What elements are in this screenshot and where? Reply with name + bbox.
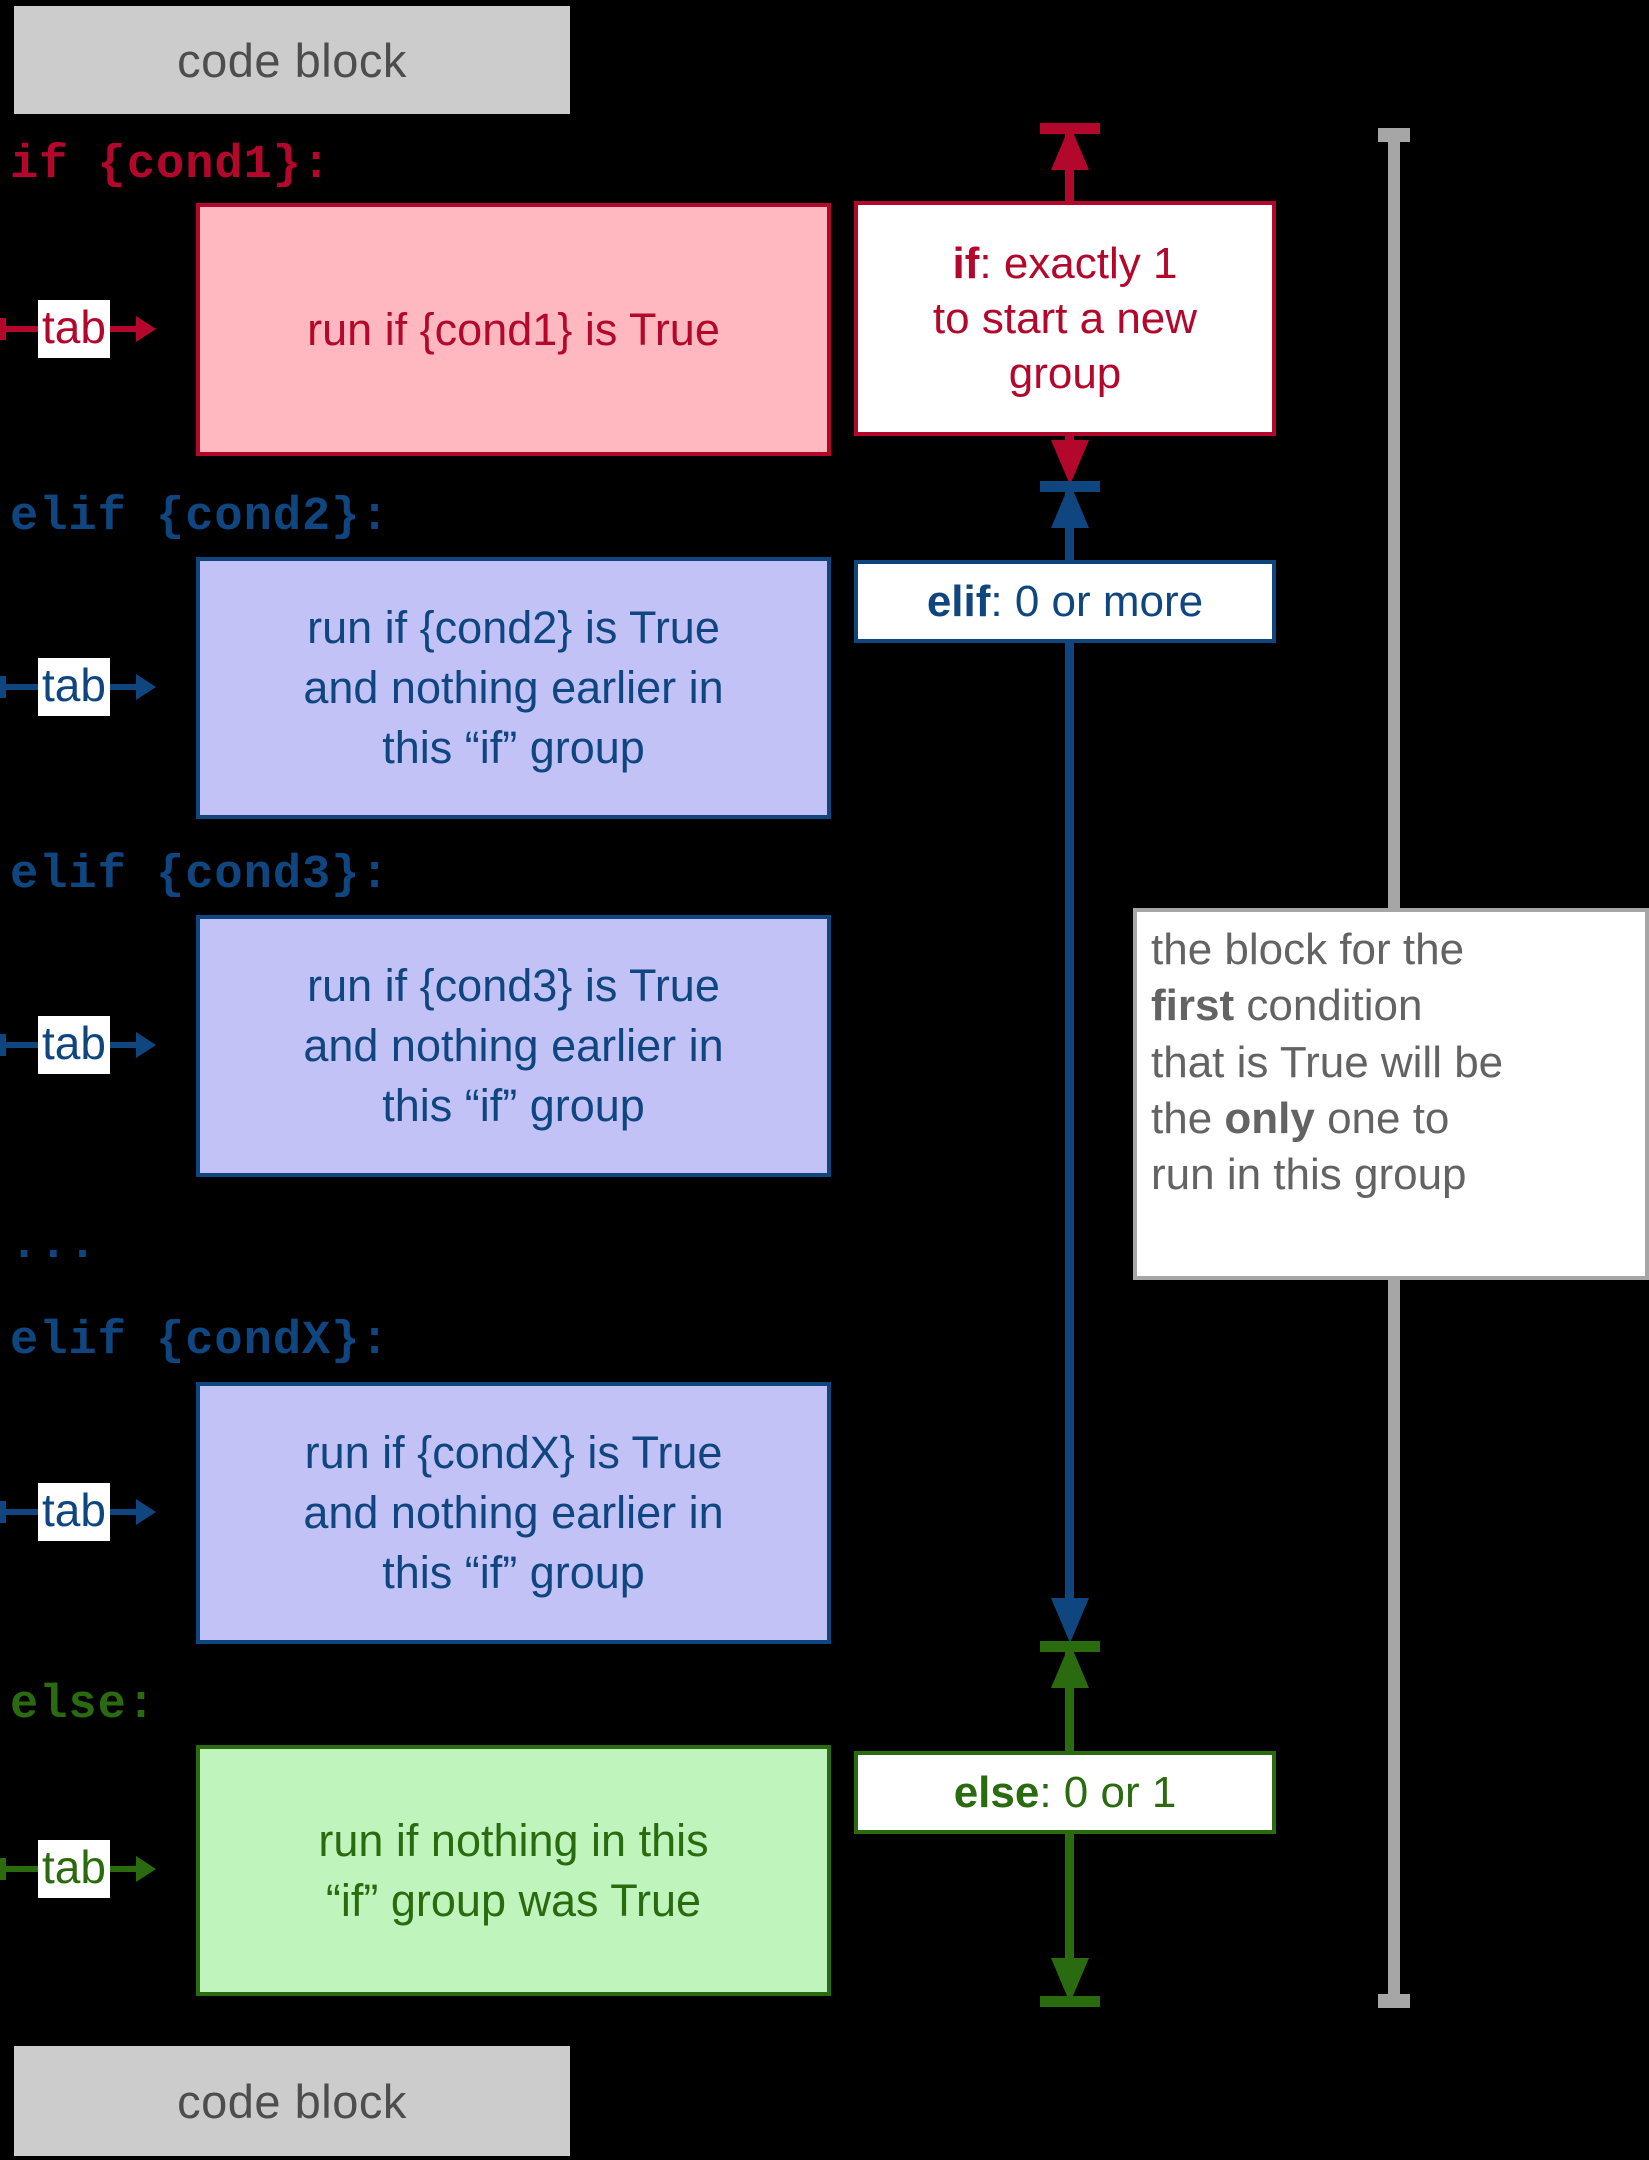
body-box-cond2-line: this “if” group xyxy=(382,721,645,773)
tab-leader-line xyxy=(6,326,38,332)
tab-leader-line xyxy=(6,1042,38,1048)
tab-leader-line xyxy=(109,684,136,690)
body-box-cond3: run if {cond3} is True and nothing earli… xyxy=(196,915,831,1177)
callout-group-note: the block for the first condition that i… xyxy=(1133,908,1649,1280)
elif-range-line xyxy=(1065,486,1074,1616)
tab-endcap-icon xyxy=(0,1501,6,1523)
tab-label-else: tab xyxy=(38,1840,110,1898)
tab-leader-line xyxy=(109,1866,136,1872)
body-box-condX-line: run if {condX} is True xyxy=(304,1427,723,1479)
code-block-bottom-label: code block xyxy=(177,2074,407,2128)
tab-measure-elif-condX: tab xyxy=(0,1483,196,1541)
tab-leader-line xyxy=(6,1509,38,1515)
keyword-line-elif-condX: elif {condX}: xyxy=(10,1315,390,1368)
tab-measure-elif-cond3: tab xyxy=(0,1016,196,1074)
group-note-line3: that is True will be xyxy=(1151,1037,1504,1087)
body-box-condX-line: this “if” group xyxy=(382,1546,645,1598)
tab-arrowhead-icon xyxy=(135,316,156,342)
tab-label-elif-cond2: tab xyxy=(38,658,110,716)
tab-arrowhead-icon xyxy=(135,1856,156,1882)
tab-arrowhead-icon xyxy=(135,1032,156,1058)
group-note-line2: first condition xyxy=(1151,978,1422,1034)
tab-endcap-icon xyxy=(0,1034,6,1056)
callout-elif-line: elif: 0 or more xyxy=(927,574,1203,629)
group-note-bold-first: first xyxy=(1151,981,1235,1031)
group-note-line2-post: condition xyxy=(1234,981,1423,1031)
body-box-cond2: run if {cond2} is True and nothing earli… xyxy=(196,557,831,819)
body-box-condX-line: and nothing earlier in xyxy=(303,1487,724,1539)
callout-if-keyword: if xyxy=(952,239,980,288)
tab-measure-if: tab xyxy=(0,300,196,358)
else-range-down-arrowhead-icon xyxy=(1051,1958,1089,2003)
body-box-condX: run if {condX} is True and nothing earli… xyxy=(196,1382,831,1644)
callout-else: else: 0 or 1 xyxy=(854,1751,1276,1834)
tab-label-elif-cond3: tab xyxy=(38,1016,110,1074)
tab-leader-line xyxy=(109,1042,136,1048)
tab-leader-line xyxy=(109,326,136,332)
elif-range-down-arrowhead-icon xyxy=(1051,1598,1089,1643)
tab-label-if: tab xyxy=(38,300,110,358)
callout-if: if: exactly 1 to start a new group xyxy=(854,201,1276,436)
if-range-down-arrowhead-icon xyxy=(1051,440,1089,485)
tab-leader-line xyxy=(109,1509,136,1515)
group-note-line4-post: one to xyxy=(1314,1093,1450,1143)
code-block-bottom: code block xyxy=(14,2046,570,2156)
body-box-cond1-text: run if {cond1} is True xyxy=(307,303,720,355)
code-block-top: code block xyxy=(14,6,570,114)
body-box-cond2-line: and nothing earlier in xyxy=(303,662,724,714)
tab-endcap-icon xyxy=(0,676,6,698)
group-note-bold-only: only xyxy=(1224,1093,1315,1143)
body-box-cond2-line: run if {cond2} is True xyxy=(307,602,720,654)
body-box-cond3-line: run if {cond3} is True xyxy=(307,960,720,1012)
callout-else-keyword: else xyxy=(953,1768,1040,1817)
tab-arrowhead-icon xyxy=(135,674,156,700)
callout-elif-keyword: elif xyxy=(926,577,991,626)
group-bracket-bottom-cap xyxy=(1378,1994,1410,2008)
tab-leader-line xyxy=(6,684,38,690)
tab-endcap-icon xyxy=(0,1858,6,1880)
group-note-line1: the block for the xyxy=(1151,925,1465,974)
keyword-line-elif-cond3: elif {cond3}: xyxy=(10,849,390,902)
callout-if-line1: if: exactly 1 xyxy=(953,236,1178,291)
keyword-line-elif-cond2: elif {cond2}: xyxy=(10,491,390,544)
tab-label-elif-condX: tab xyxy=(38,1483,110,1541)
tab-measure-else: tab xyxy=(0,1840,196,1898)
body-box-else-line: run if nothing in this xyxy=(318,1814,709,1866)
code-block-top-label: code block xyxy=(177,33,407,87)
body-box-cond1: run if {cond1} is True xyxy=(196,203,831,456)
body-box-cond3-line: and nothing earlier in xyxy=(303,1020,724,1072)
group-note-line4-pre: the xyxy=(1151,1093,1225,1143)
callout-else-line: else: 0 or 1 xyxy=(954,1765,1177,1820)
callout-if-rest1: : exactly 1 xyxy=(979,239,1178,288)
ellipsis-line: ... xyxy=(10,1219,98,1272)
body-box-cond3-line: this “if” group xyxy=(382,1079,645,1131)
callout-elif-rest: : 0 or more xyxy=(990,577,1204,626)
tab-endcap-icon xyxy=(0,318,6,340)
tab-measure-elif-cond2: tab xyxy=(0,658,196,716)
callout-if-line2: to start a new xyxy=(932,294,1198,343)
tab-arrowhead-icon xyxy=(135,1499,156,1525)
callout-if-line3: group xyxy=(1008,349,1122,398)
callout-else-rest: : 0 or 1 xyxy=(1039,1768,1177,1817)
group-note-line5: run in this group xyxy=(1151,1150,1467,1200)
group-note-line4: the only one to xyxy=(1151,1091,1449,1147)
keyword-line-else: else: xyxy=(10,1679,157,1732)
else-range-bottom-cap xyxy=(1040,1996,1100,2007)
body-box-else-line: “if” group was True xyxy=(325,1874,702,1926)
tab-leader-line xyxy=(6,1866,38,1872)
callout-elif: elif: 0 or more xyxy=(854,560,1276,643)
keyword-line-if: if {cond1}: xyxy=(10,139,332,192)
body-box-else: run if nothing in this “if” group was Tr… xyxy=(196,1745,831,1996)
